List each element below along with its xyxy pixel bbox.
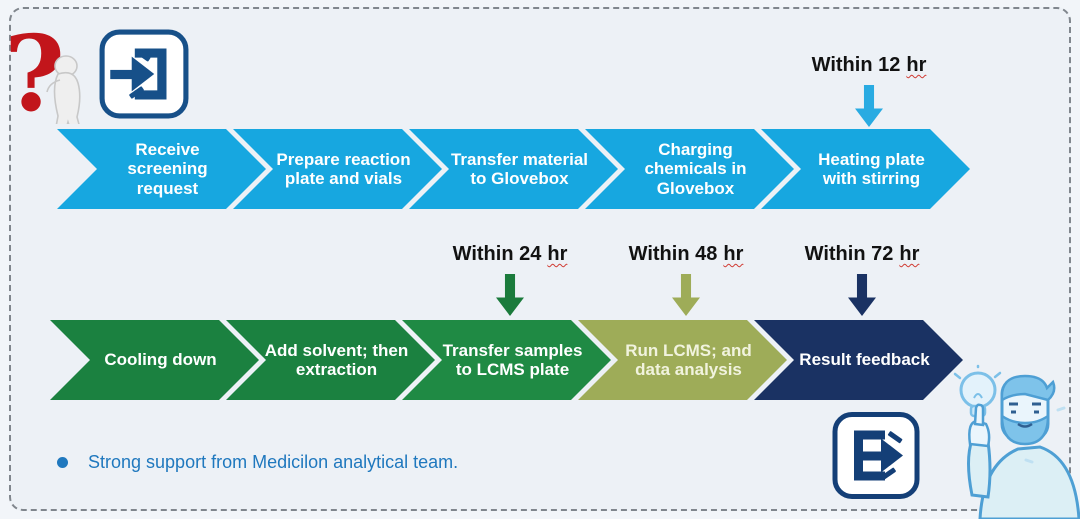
support-note-text: Strong support from Medicilon analytical… xyxy=(88,452,459,472)
timer-text: Within 12 xyxy=(811,54,901,76)
timer-text: Within 48 xyxy=(628,243,718,265)
idea-man-illustration xyxy=(953,364,1080,519)
step-result-feedback: Result feedback xyxy=(754,320,963,400)
timer-unit: hr xyxy=(899,243,920,265)
step-label: Prepare reaction plate and vials xyxy=(276,149,411,188)
timer-text: Within 24 xyxy=(452,243,542,265)
down-arrow-icon xyxy=(855,85,883,127)
thinking-person xyxy=(46,55,81,124)
down-arrow-icon xyxy=(672,274,700,316)
step-cooling-down: Cooling down xyxy=(50,320,259,400)
bullet-icon xyxy=(57,457,68,468)
step-heating-plate-stirring: Heating plate with stirring xyxy=(761,129,970,209)
step-label: Transfer material to Glovebox xyxy=(450,149,588,188)
pointing-arm xyxy=(967,403,992,499)
step-label: Run LCMS; and data analysis xyxy=(625,340,752,379)
export-icon xyxy=(832,412,920,499)
step-receive-screening-request: Receive screening request xyxy=(57,129,266,209)
man-head xyxy=(1000,374,1066,464)
top-process-row: Receive screening request Prepare reacti… xyxy=(57,129,970,209)
step-label: Cooling down xyxy=(104,350,217,370)
down-arrow-icon xyxy=(848,274,876,316)
man-body xyxy=(978,445,1080,519)
step-label: Result feedback xyxy=(799,350,930,370)
step-transfer-samples-lcms: Transfer samples to LCMS plate xyxy=(402,320,611,400)
question-figure-icon: ? xyxy=(8,26,81,124)
step-label: Heating plate with stirring xyxy=(818,149,925,188)
timer-unit: hr xyxy=(547,243,568,265)
step-label: Receive screening request xyxy=(127,140,208,198)
step-label: Add solvent; then extraction xyxy=(264,340,409,379)
timer-text: Within 72 xyxy=(804,243,894,265)
support-note: Strong support from Medicilon analytical… xyxy=(57,452,458,473)
step-label: Transfer samples to LCMS plate xyxy=(442,340,583,379)
timer-unit: hr xyxy=(723,243,744,265)
step-label: Charging chemicals in Glovebox xyxy=(644,140,747,198)
down-arrow-icon xyxy=(496,274,524,316)
step-prepare-reaction-plate: Prepare reaction plate and vials xyxy=(233,129,442,209)
bottom-process-row: Cooling down Add solvent; then extractio… xyxy=(50,320,963,400)
timer-unit: hr xyxy=(906,54,927,76)
import-icon xyxy=(99,29,189,119)
